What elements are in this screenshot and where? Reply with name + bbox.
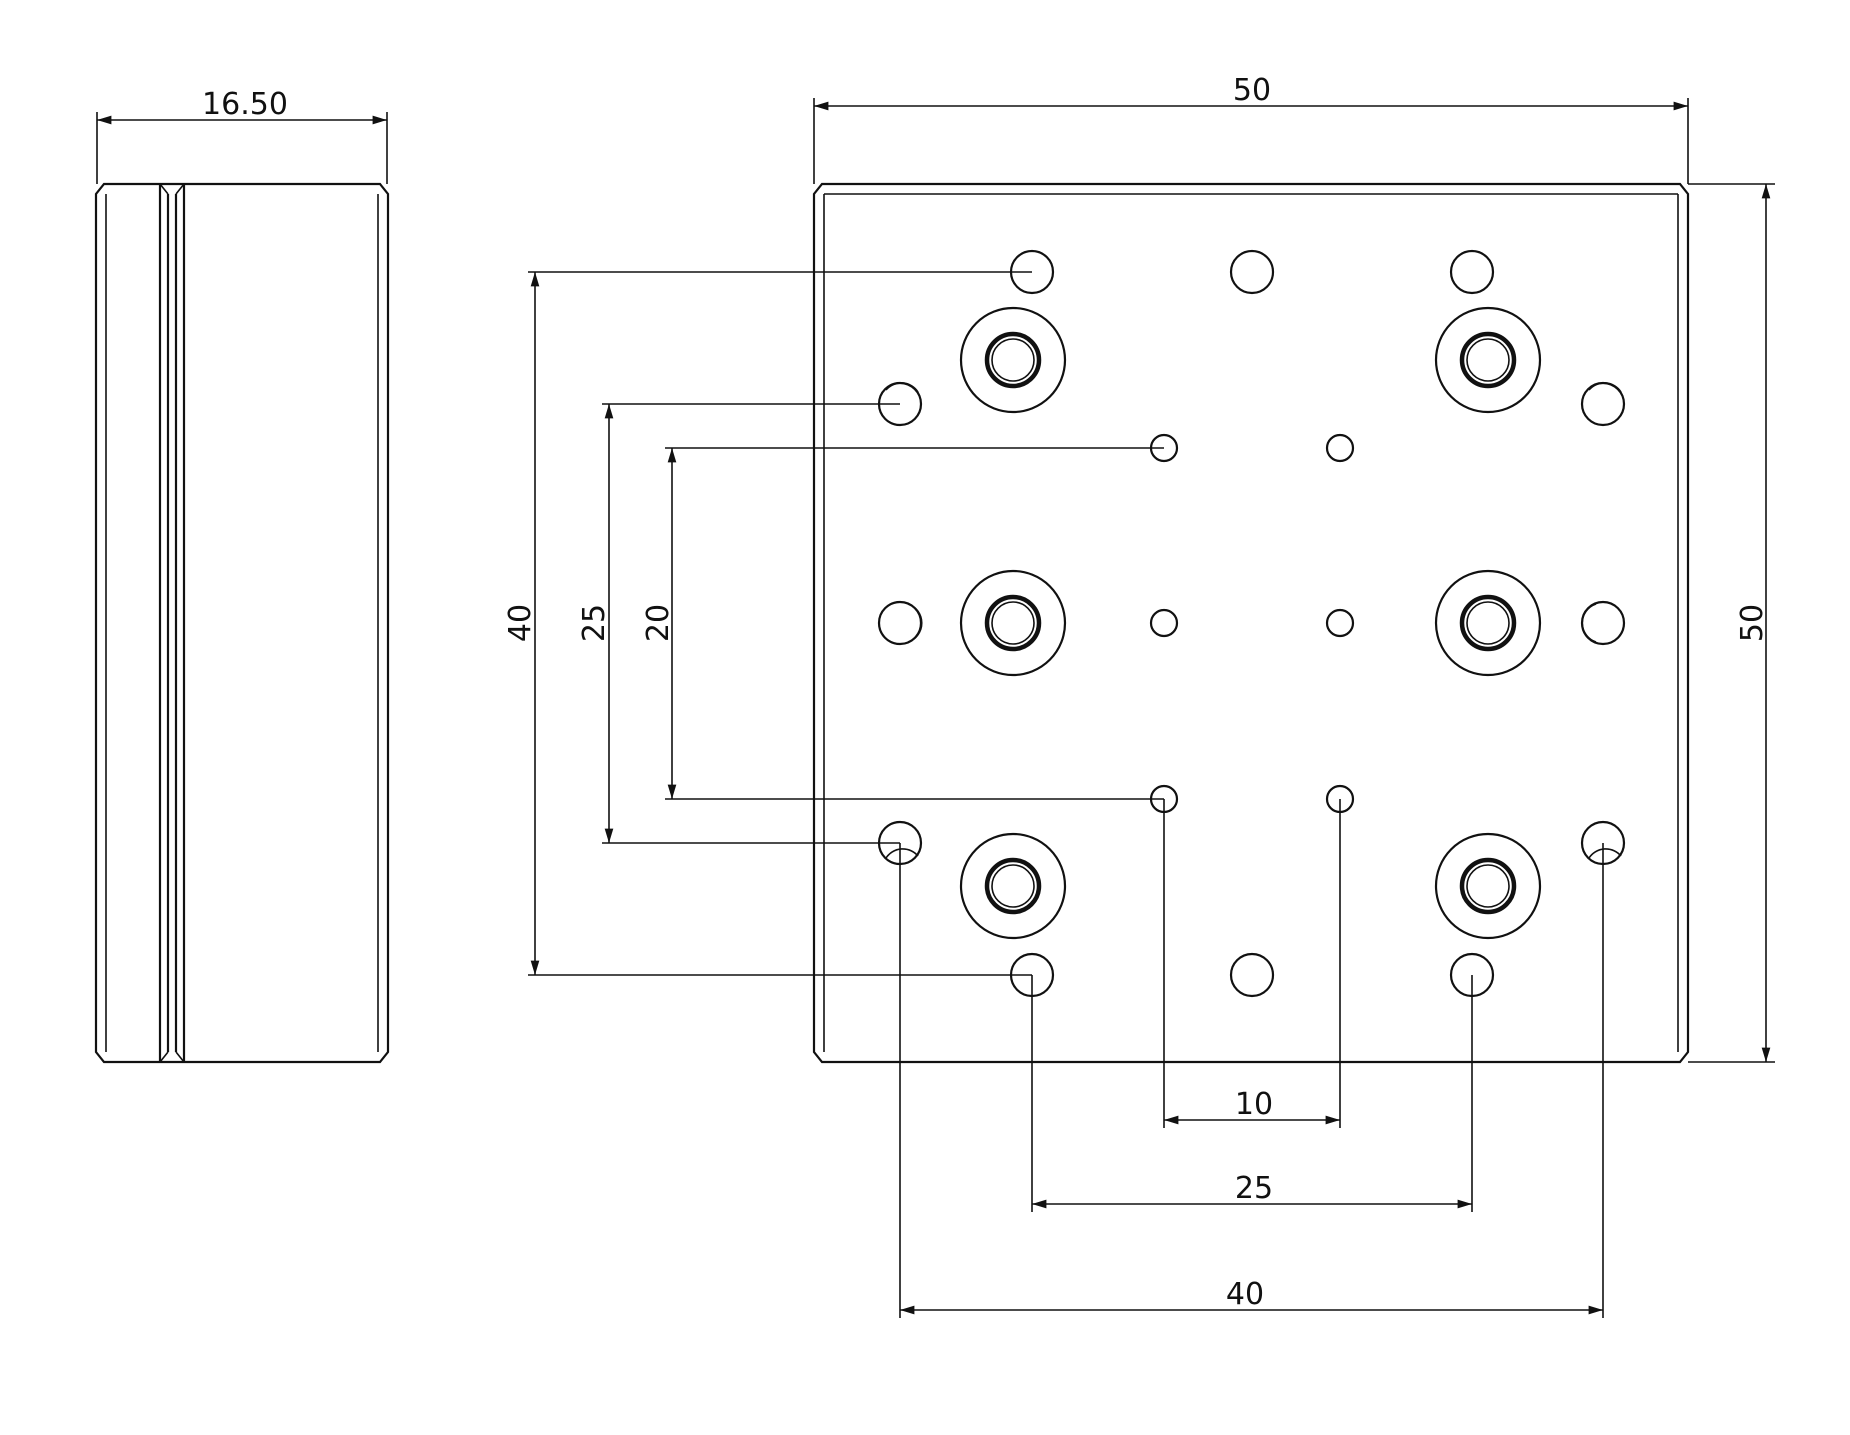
side-view-chamfer [159, 183, 185, 1063]
through-holes-40 [877, 381, 1626, 866]
through-hole [1229, 249, 1275, 295]
side-width-dim-label: 16.50 [202, 87, 288, 122]
counterbore-holes [959, 306, 1542, 940]
vertical-dim-20-label: 20 [641, 604, 676, 642]
vertical-dim-40-label: 40 [503, 604, 538, 642]
plate-outline [812, 182, 1690, 1064]
counterbore-hole [1434, 569, 1542, 677]
through-hole [1580, 381, 1626, 427]
through-hole [1229, 952, 1275, 998]
side-view: 16.50 [94, 87, 390, 1064]
plate-height-dim-label: 50 [1735, 604, 1770, 642]
counterbore-hole [959, 832, 1067, 940]
small-hole [1325, 608, 1355, 638]
horizontal-dim-25-label: 25 [1235, 1171, 1273, 1206]
side-view-outline [94, 182, 390, 1064]
vertical-dim-25-label: 25 [577, 604, 612, 642]
counterbore-hole [959, 306, 1067, 414]
small-holes [1149, 433, 1355, 814]
horizontal-dim-10-label: 10 [1235, 1087, 1273, 1122]
small-hole [1149, 608, 1179, 638]
through-holes-25 [1009, 249, 1495, 998]
horizontal-dim-40-label: 40 [1226, 1277, 1264, 1312]
front-view: 50 50 40 25 20 10 25 40 [503, 73, 1775, 1318]
plate-width-dim-label: 50 [1233, 73, 1271, 108]
through-hole [1449, 249, 1495, 295]
counterbore-hole [1434, 306, 1542, 414]
small-hole [1325, 433, 1355, 463]
counterbore-hole [1434, 832, 1542, 940]
counterbore-hole [959, 569, 1067, 677]
